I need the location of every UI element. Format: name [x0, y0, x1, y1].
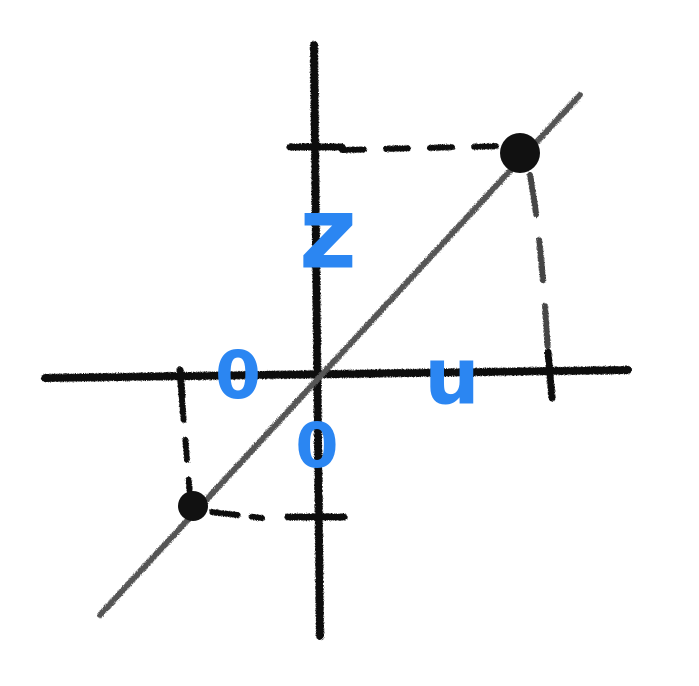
y-axis [310, 41, 324, 640]
x-origin-label: 0 [215, 337, 261, 414]
upper-right-guide [339, 143, 508, 153]
lower-left-guide [209, 509, 265, 521]
upper-right-point [500, 133, 540, 173]
y-origin-label: 0 [295, 409, 338, 482]
lower-left-guide-vertical [179, 397, 193, 499]
x-tick-left [176, 366, 186, 400]
x-axis [41, 366, 632, 382]
upper-right-guide-vertical [527, 172, 551, 355]
diagonal-line [97, 92, 583, 618]
lower-left-point [178, 491, 208, 521]
y-axis-label: z [299, 174, 357, 291]
x-axis-label: u [424, 332, 480, 422]
x-tick-right [544, 348, 556, 402]
